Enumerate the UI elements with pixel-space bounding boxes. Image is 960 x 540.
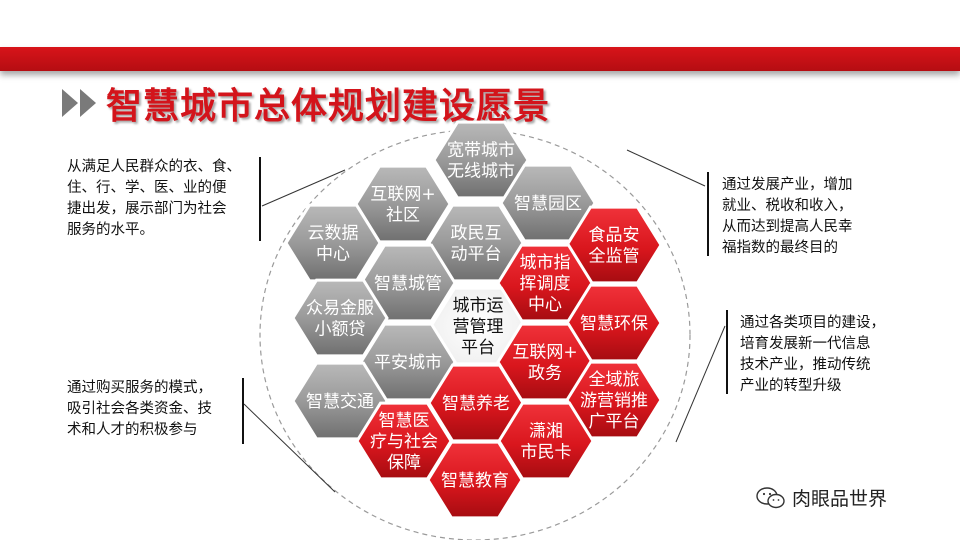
hex-label: 众易金服: [306, 299, 374, 319]
hex-label: 保障: [387, 453, 421, 473]
hex-label: 全域旅: [589, 370, 640, 390]
watermark: 肉眼品世界: [756, 484, 887, 511]
hex-label: 城市指: [520, 253, 571, 273]
hex-label: 无线城市: [447, 162, 515, 182]
top-red-band: [0, 47, 960, 71]
hex-label: 智慧交通: [306, 392, 374, 412]
hex-shape: [426, 440, 524, 520]
wechat-icon: [756, 486, 785, 508]
title-row: 智慧城市总体规划建设愿景: [62, 78, 550, 128]
note-bottom-left-bar: [242, 378, 244, 444]
hex-label: 智慧园区: [514, 194, 582, 214]
hex-zhihui-yuanqu: 智慧园区: [499, 163, 597, 243]
hex-label: 智慧教育: [441, 471, 509, 491]
hex-label: 全监管: [589, 247, 640, 267]
hex-label: 中心: [528, 295, 562, 315]
hex-label: 潇湘: [529, 422, 563, 442]
hex-hulianwang-shequ: 互联网+社区: [354, 164, 452, 244]
hex-zhihui-huanbao: 智慧环保: [565, 283, 663, 363]
hex-label: 互联网+: [512, 343, 577, 363]
hex-label: 广平台: [589, 412, 640, 432]
hex-label: 疗与社会: [370, 432, 438, 452]
hex-label: 小额贷: [315, 320, 366, 340]
hex-label: 中心: [316, 245, 350, 265]
note-top-left-bar: [259, 157, 261, 241]
note-middle-right: 通过各类项目的建设， 培育发展新一代信息 技术产业，推动传统 产业的转型升级: [740, 315, 885, 394]
hex-shape: [565, 360, 663, 440]
hex-label: 平安城市: [374, 353, 442, 373]
hex-label: 挥调度: [520, 274, 571, 294]
hex-label: 市民卡: [521, 443, 572, 463]
double-chevron-icon: [62, 89, 106, 117]
hex-label: 政务: [528, 364, 562, 384]
hex-pingan: 平安城市: [359, 322, 457, 402]
note-bottom-left: 通过购买服务的模式， 吸引社会各类资金、技 术和人才的积极参与: [67, 380, 212, 438]
note-top-left: 从满足人民群众的衣、食、 住、行、学、医、业的便 捷出发，展示部门为社会 服务的…: [67, 159, 241, 238]
hex-zhihui-jiaoyu: 智慧教育: [426, 440, 524, 520]
outline-circle: [259, 129, 691, 540]
hex-label: 智慧城管: [374, 274, 442, 294]
hex-label: 宽带城市: [447, 141, 515, 161]
hex-label: 动平台: [451, 245, 502, 265]
hex-label: 社区: [386, 206, 420, 226]
hex-label: 智慧医: [379, 411, 430, 431]
hex-label: 智慧环保: [580, 314, 648, 334]
hex-label: 营管理: [453, 317, 504, 337]
hex-label: 智慧养老: [442, 394, 510, 414]
note-top-right: 通过发展产业，增加 就业、税收和收入， 从而达到提高人民幸 福指数的最终目的: [722, 177, 853, 256]
hex-label: 游营销推: [580, 391, 648, 411]
note-top-right-bar: [707, 172, 709, 256]
hex-label: 平台: [461, 338, 495, 358]
hex-label: 云数据: [308, 224, 359, 244]
watermark-text: 肉眼品世界: [792, 488, 888, 510]
hex-label: 食品安: [589, 226, 640, 246]
note-middle-right-bar: [726, 310, 728, 394]
hex-label: 政民互: [451, 224, 502, 244]
connector-lines: [243, 149, 726, 493]
hex-hulianwang-zhengwu: 互联网+政务: [496, 322, 594, 402]
page-title: 智慧城市总体规划建设愿景: [106, 86, 551, 127]
hex-label: 互联网+: [370, 185, 435, 205]
hex-label: 城市运: [453, 296, 504, 316]
